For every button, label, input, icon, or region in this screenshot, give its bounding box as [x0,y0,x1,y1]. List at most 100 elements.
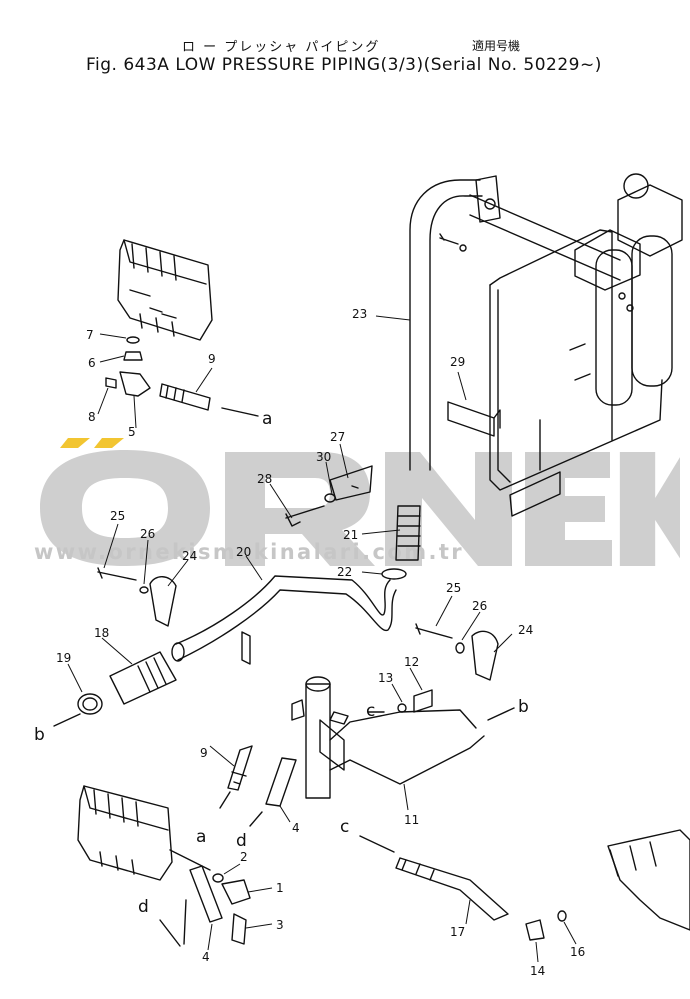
filter-assembly [469,173,683,406]
bracket-pipe-20 [241,631,251,665]
callout-2: 2 [240,850,248,864]
elbow-1 [221,879,251,905]
connection-d-lower: d [138,897,149,917]
arrow-d-middle [249,811,263,827]
band-19 [77,693,103,715]
hose-21 [395,505,421,561]
pipe-23 [409,179,483,471]
callout-21: 21 [343,528,358,542]
bolt-25-right [415,623,453,639]
watermark-letter-r [225,452,375,566]
plug-12 [413,689,433,713]
o-ring-2 [212,873,224,883]
hose-9-lower [227,745,253,791]
arrow-b-left [53,713,81,727]
callout-12: 12 [404,655,419,669]
o-ring-13 [397,703,407,713]
callout-3: 3 [276,918,284,932]
callout-16: 16 [570,945,585,959]
watermark-umlaut-left [60,438,90,448]
watermark-letter-k [619,452,680,566]
watermark-letter-n [385,452,512,566]
callout-28: 28 [257,472,272,486]
callout-13: 13 [378,671,393,685]
washer-30 [324,493,336,503]
callout-24-left: 24 [182,549,197,563]
bolt-28 [285,505,325,527]
title-japanese: ロ ー プレッシャ パイピング [182,40,381,55]
arrow-a-upper [221,407,259,417]
watermark-letter-o [40,450,210,566]
callout-18: 18 [94,626,109,640]
plug-3 [231,913,247,945]
title-applicable-serial-jp: 適用号機 [472,39,521,53]
bracket-27 [329,465,373,501]
clamp-29 [447,401,495,437]
connection-d-middle: d [236,831,247,851]
elbow-14 [525,919,545,941]
callout-7: 7 [86,328,94,342]
clamp-22 [381,568,407,580]
hose-18 [109,651,177,705]
connection-b-left: b [34,725,45,745]
clamp-24-right [471,630,499,681]
flange-23 [475,175,501,223]
watermark-url: www.ornekismakinalari.com.tr [34,540,465,564]
clamp-24-left [149,576,177,627]
o-ring-7 [126,336,140,344]
callout-8: 8 [88,410,96,424]
connection-c-lower: c [340,817,349,837]
arrow-d-lower [159,899,187,947]
watermark-logo [40,438,680,566]
hose-4-lower [189,865,223,923]
callout-26-left: 26 [140,527,155,541]
callout-1: 1 [276,881,284,895]
figure-title: Fig. 643A LOW PRESSURE PIPING(3/3)(Seria… [86,55,602,75]
callout-6: 6 [88,356,96,370]
hose-17 [395,857,509,921]
arrow-a-lower [219,791,231,809]
watermark-letter-e [525,452,612,566]
bolt-23-small [439,233,459,245]
connection-a-lower: a [196,827,206,847]
control-valve-lower [77,785,211,881]
watermark-umlaut-right [94,438,124,448]
callout-25-left: 25 [110,509,125,523]
hose-4-middle [265,757,297,807]
arrow-c-lower [359,835,395,853]
callout-14: 14 [530,964,545,978]
control-valve-upper [117,239,213,341]
o-ring-16 [557,910,567,922]
callout-23: 23 [352,307,367,321]
elbow-5 [119,371,151,397]
callout-9-lower: 9 [200,746,208,760]
connection-b-right: b [518,697,529,717]
valve-right [607,829,690,931]
connection-c-upper: c [366,701,375,721]
bolt-25-left [97,567,137,581]
pipe-20 [177,589,397,661]
callout-19: 19 [56,651,71,665]
callout-4-middle: 4 [292,821,300,835]
callout-27: 27 [330,430,345,444]
callout-29: 29 [450,355,465,369]
callout-20: 20 [236,545,251,559]
callout-24-right: 24 [518,623,533,637]
hydraulic-tank [489,229,663,517]
callout-5: 5 [128,425,136,439]
arrow-b-right [487,707,515,721]
callout-17: 17 [450,925,465,939]
callout-9-upper: 9 [208,352,216,366]
callout-4-lower: 4 [202,950,210,964]
nut-6 [123,351,143,361]
connection-a-upper: a [262,409,272,429]
pipe-11-tee [305,683,331,799]
plug-8 [105,377,117,389]
callout-22: 22 [337,565,352,579]
callout-30: 30 [316,450,331,464]
callout-26-right: 26 [472,599,487,613]
callout-25-right: 25 [446,581,461,595]
callout-11: 11 [404,813,419,827]
